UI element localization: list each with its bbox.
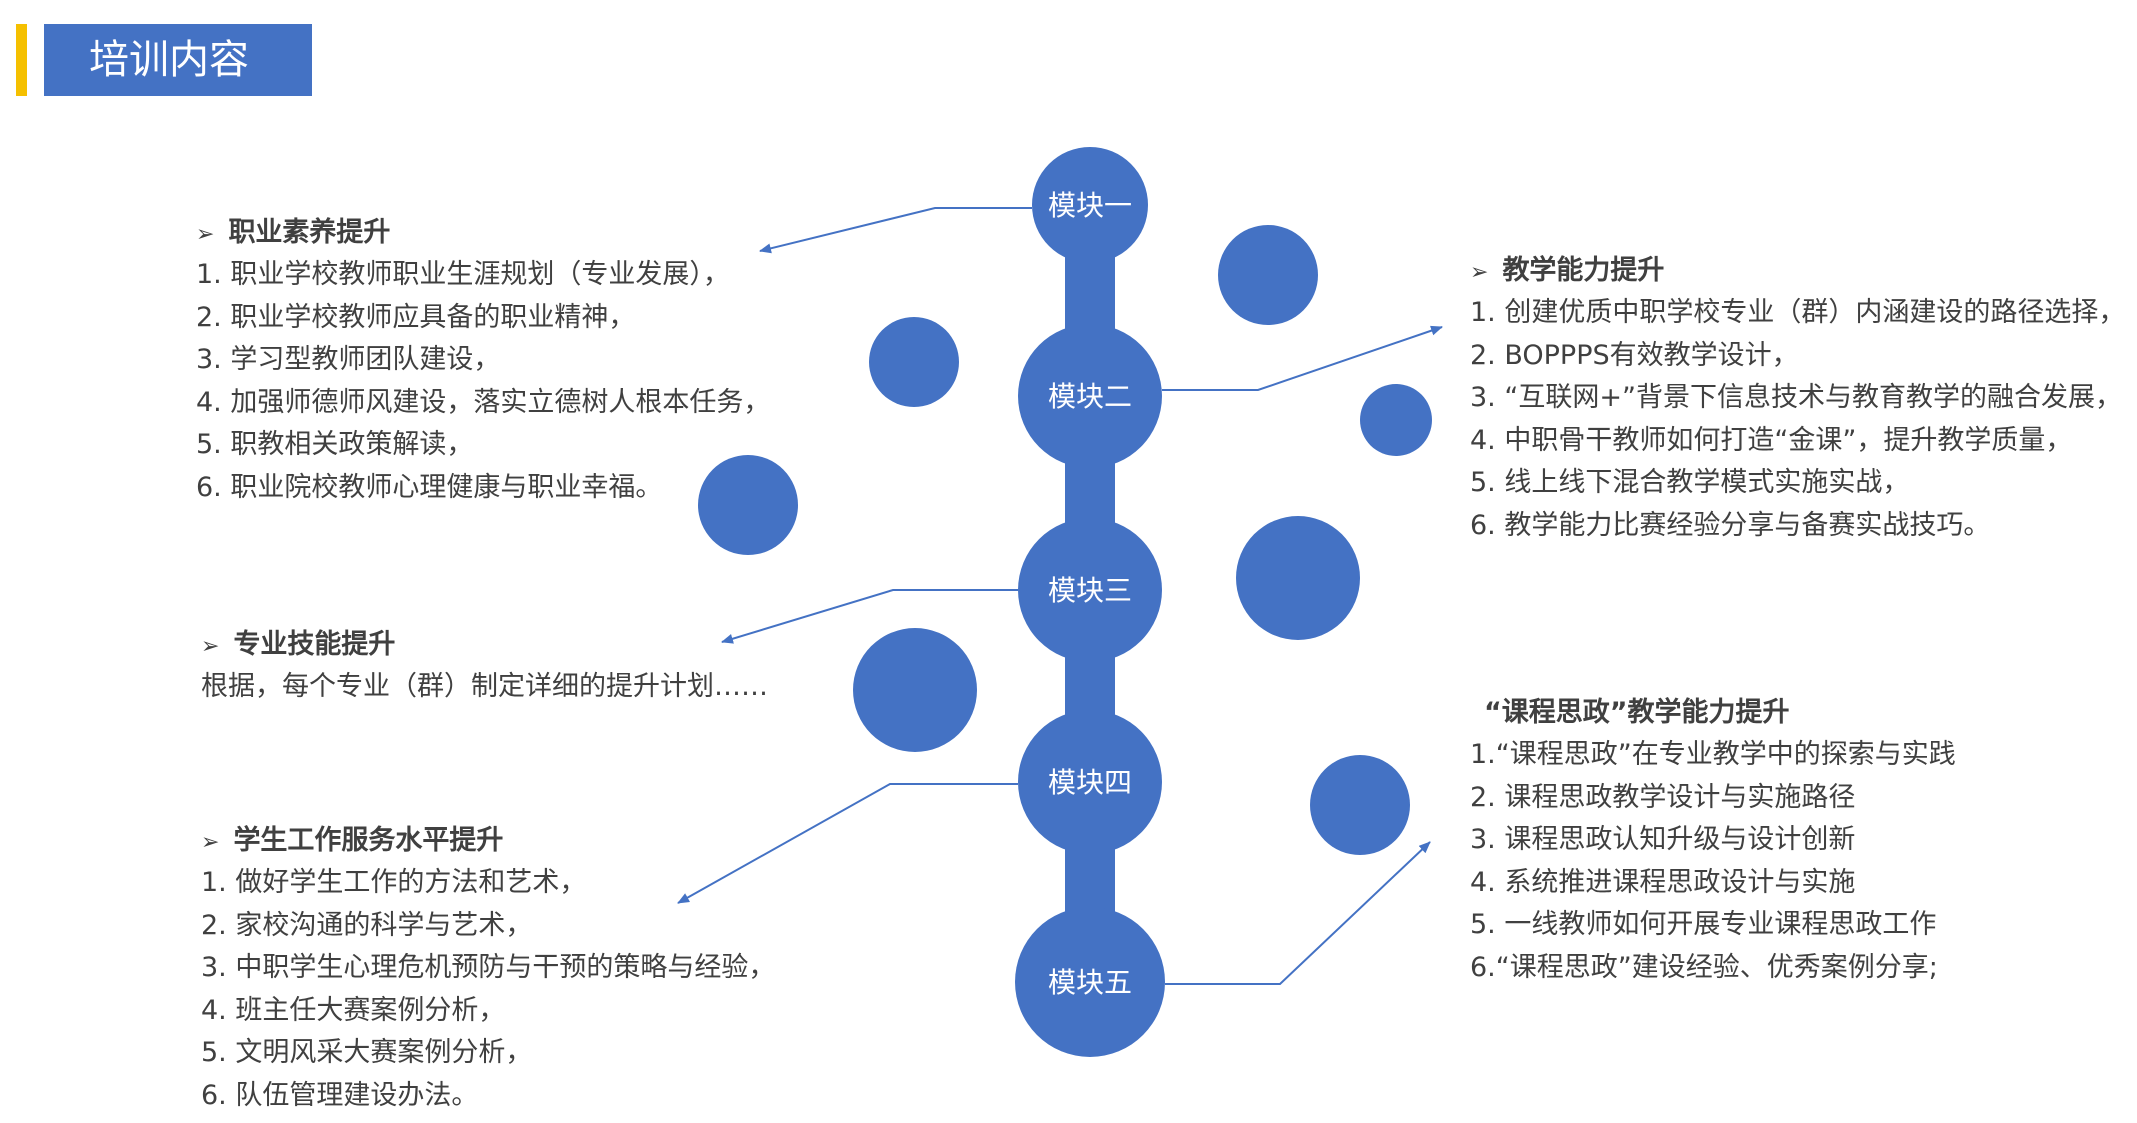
section-teaching-ability: ➢ 教学能力提升 1. 创建优质中职学校专业（群）内涵建设的路径选择， 2. BO… xyxy=(1470,250,2125,547)
module-node-1[interactable] xyxy=(1032,147,1148,263)
list-item: 1.“课程思政”在专业教学中的探索与实践 xyxy=(1470,739,1956,770)
module-node-5[interactable] xyxy=(1015,907,1165,1057)
section-heading-text: 教学能力提升 xyxy=(1502,255,1665,286)
bubble xyxy=(853,628,977,752)
bubble xyxy=(869,317,959,407)
module-label-5: 模块五 xyxy=(1048,966,1132,999)
bubble xyxy=(698,455,798,555)
section-heading-text: 学生工作服务水平提升 xyxy=(233,825,504,856)
section-professional-skills: ➢ 专业技能提升 根据，每个专业（群）制定详细的提升计划…… xyxy=(201,624,768,709)
connector-arrow-1 xyxy=(759,207,1032,254)
section-heading-text: “课程思政”教学能力提升 xyxy=(1484,697,1790,728)
module-label-1: 模块一 xyxy=(1048,189,1132,222)
list-item: 4. 中职骨干教师如何打造“金课”，提升教学质量， xyxy=(1470,424,2073,456)
list-item: 6.“课程思政”建设经验、优秀案例分享; xyxy=(1470,951,1938,983)
bubble xyxy=(1218,225,1318,325)
module-node-3[interactable] xyxy=(1018,518,1162,662)
bubble xyxy=(1310,755,1410,855)
module-node-4[interactable] xyxy=(1018,710,1162,854)
list-item: 2. BOPPPS有效教学设计， xyxy=(1470,339,1799,371)
module-chain xyxy=(1015,147,1165,1057)
list-item: 2. 职业学校教师应具备的职业精神， xyxy=(196,301,636,333)
section-heading-text: 职业素养提升 xyxy=(228,217,391,248)
bullet-arrow-icon: ➢ xyxy=(196,222,215,247)
decorative-bubbles xyxy=(698,225,1432,855)
list-item: 5. 一线教师如何开展专业课程思政工作 xyxy=(1470,909,1937,940)
section-heading: “课程思政”教学能力提升 xyxy=(1470,692,1956,734)
list-item: 1. 职业学校教师职业生涯规划（专业发展）， xyxy=(196,259,730,290)
list-item: 2. 家校沟通的科学与艺术， xyxy=(201,909,533,941)
list-item: 1. 做好学生工作的方法和艺术， xyxy=(201,867,587,898)
list-item: 6. 教学能力比赛经验分享与备赛实战技巧。 xyxy=(1470,509,1991,541)
bullet-arrow-icon: ➢ xyxy=(201,830,220,855)
list-item: 5. 线上线下混合教学模式实施实战， xyxy=(1470,467,1910,498)
list-item: 3. 中职学生心理危机预防与干预的策略与经验， xyxy=(201,952,776,983)
section-curriculum-ideology: “课程思政”教学能力提升 1.“课程思政”在专业教学中的探索与实践 2. 课程思… xyxy=(1470,692,1956,989)
section-heading: ➢ 教学能力提升 xyxy=(1470,250,2125,292)
list-item: 1. 创建优质中职学校专业（群）内涵建设的路径选择， xyxy=(1470,297,2126,328)
bullet-arrow-icon: ➢ xyxy=(1470,260,1489,285)
connector-arrow-4 xyxy=(677,783,1018,904)
bullet-arrow-icon: ➢ xyxy=(201,634,220,659)
module-label-4: 模块四 xyxy=(1048,766,1132,799)
list-item: 6. 队伍管理建设办法。 xyxy=(201,1079,479,1111)
module-label-2: 模块二 xyxy=(1048,380,1132,413)
module-label-3: 模块三 xyxy=(1048,574,1132,607)
list-item: 4. 系统推进课程思政设计与实施 xyxy=(1470,866,1856,898)
list-item: 3. 学习型教师团队建设， xyxy=(196,344,501,375)
list-item: 根据，每个专业（群）制定详细的提升计划…… xyxy=(201,671,768,702)
connector-arrow-3 xyxy=(721,589,1018,644)
list-item: 5. 职教相关政策解读， xyxy=(196,429,474,460)
connector-arrow-2 xyxy=(1162,325,1443,391)
section-professional-quality: ➢ 职业素养提升 1. 职业学校教师职业生涯规划（专业发展）， 2. 职业学校教师… xyxy=(196,212,770,509)
section-heading: ➢ 专业技能提升 xyxy=(201,624,768,666)
list-item: 4. 班主任大赛案例分析， xyxy=(201,994,506,1026)
section-heading: ➢ 学生工作服务水平提升 xyxy=(201,820,775,862)
list-item: 3. “互联网+”背景下信息技术与教育教学的融合发展， xyxy=(1470,382,2122,413)
list-item: 6. 职业院校教师心理健康与职业幸福。 xyxy=(196,471,663,503)
bubble xyxy=(1236,516,1360,640)
list-item: 3. 课程思政认知升级与设计创新 xyxy=(1470,824,1856,855)
connector-arrow-5 xyxy=(1165,841,1431,985)
list-item: 2. 课程思政教学设计与实施路径 xyxy=(1470,781,1856,813)
section-student-work: ➢ 学生工作服务水平提升 1. 做好学生工作的方法和艺术， 2. 家校沟通的科学与… xyxy=(201,820,775,1117)
title-accent-bar xyxy=(16,24,27,96)
page-title: 培训内容 xyxy=(44,24,312,96)
section-heading-text: 专业技能提升 xyxy=(233,629,396,660)
bubble xyxy=(1360,384,1432,456)
section-heading: ➢ 职业素养提升 xyxy=(196,212,770,254)
list-item: 4. 加强师德师风建设，落实立德树人根本任务， xyxy=(196,386,771,418)
module-node-2[interactable] xyxy=(1018,324,1162,468)
list-item: 5. 文明风采大赛案例分析， xyxy=(201,1037,533,1068)
